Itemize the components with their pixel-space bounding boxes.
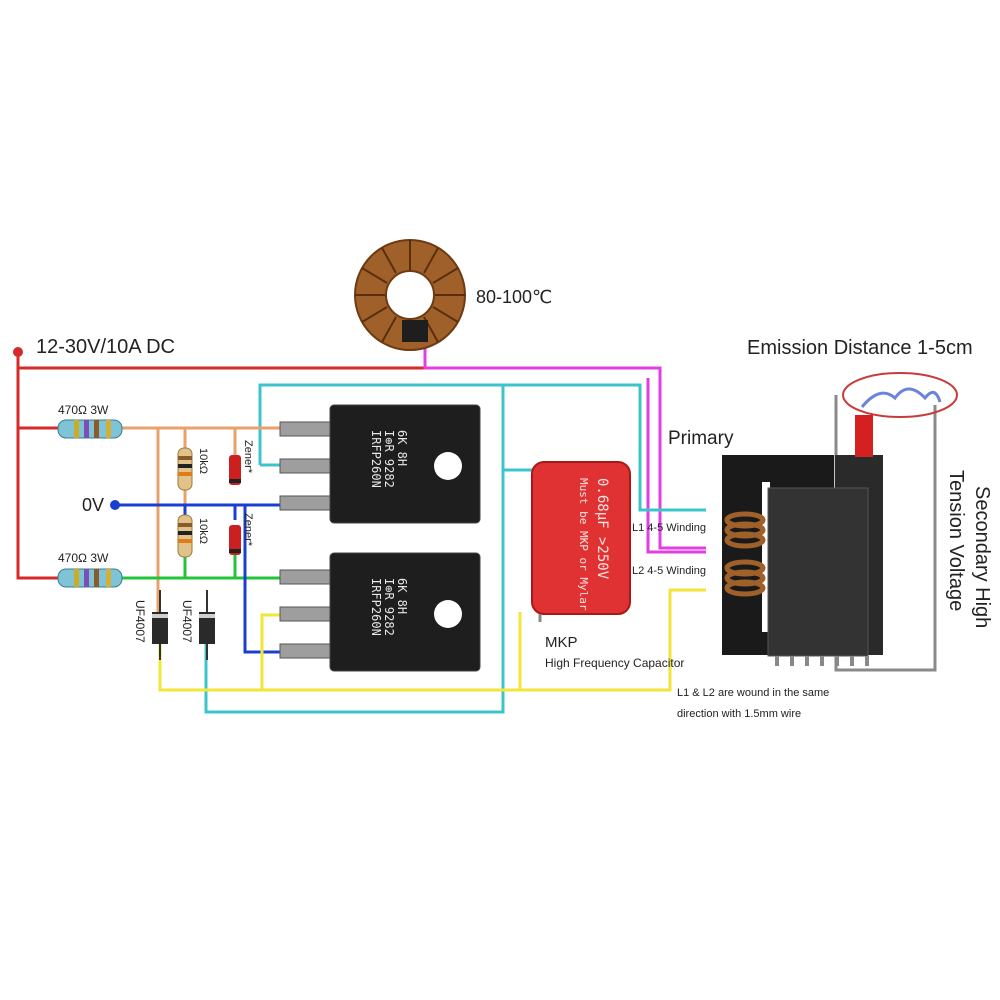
mosfet-bottom-marking: IRFP260N I⊕R 9282 6K 8H — [369, 578, 409, 636]
primary-label: Primary — [668, 428, 734, 449]
toroid-inductor — [354, 239, 466, 351]
zener-diode-b — [229, 525, 241, 555]
resistor-470-bottom — [57, 568, 123, 588]
winding-note-line2: direction with 1.5mm wire — [677, 708, 801, 720]
emission-arc-highlight — [842, 372, 958, 418]
resistor-10k-a — [177, 447, 193, 491]
diode-uf4007-a — [152, 590, 168, 660]
winding-note-line1: L1 & L2 are wound in the same — [677, 687, 829, 699]
ground-label: 0V — [82, 495, 104, 515]
diode-label-a: UF4007 — [133, 600, 147, 643]
svg-text:I⊕R 9282: I⊕R 9282 — [382, 578, 396, 636]
resistor-10k-b — [177, 514, 193, 558]
positive-terminal — [13, 347, 23, 357]
emission-label: Emission Distance 1-5cm — [747, 337, 973, 359]
diode-uf4007-b — [199, 590, 215, 660]
svg-text:Must be MKP or Mylar: Must be MKP or Mylar — [577, 478, 590, 611]
svg-text:IRFP260N: IRFP260N — [369, 578, 383, 636]
svg-text:IRFP260N: IRFP260N — [369, 430, 383, 488]
capacitor-marking: 0.68μF >250V Must be MKP or Mylar — [577, 478, 610, 611]
flyback-transformer — [722, 415, 883, 666]
svg-text:0.68μF >250V: 0.68μF >250V — [594, 478, 610, 580]
gate-b-wire — [120, 548, 290, 580]
secondary-label-line1: Secondary High — [971, 486, 993, 628]
coil-wire — [423, 348, 706, 554]
secondary-label-line2: Tension Voltage — [945, 470, 967, 611]
l1-winding-label: L1 4-5 Winding — [632, 522, 706, 534]
svg-text:I⊕R 9282: I⊕R 9282 — [382, 430, 396, 488]
mosfet-top — [279, 404, 481, 524]
diode-label-b: UF4007 — [180, 600, 194, 643]
ground-wire — [115, 503, 290, 654]
zener-diode-a — [229, 455, 241, 485]
mosfet-top-marking: IRFP260N I⊕R 9282 6K 8H — [369, 430, 409, 488]
resistor-10k-label-b: 10kΩ — [197, 518, 209, 544]
supply-label: 12-30V/10A DC — [36, 336, 175, 358]
primary-coil-l1 — [724, 511, 766, 549]
emission-arc — [860, 387, 942, 408]
primary-coil-l2 — [724, 559, 766, 597]
svg-text:6K 8H: 6K 8H — [395, 578, 409, 614]
svg-text:6K 8H: 6K 8H — [395, 430, 409, 466]
mosfet-bottom — [279, 552, 481, 672]
resistor-label-bottom: 470Ω 3W — [58, 551, 109, 565]
resistor-10k-label-a: 10kΩ — [197, 448, 209, 474]
mkp-capacitor — [531, 461, 631, 622]
resistor-label-top: 470Ω 3W — [58, 403, 109, 417]
zener-label-a: Zener* — [242, 440, 254, 474]
capacitor-desc-label: High Frequency Capacitor — [545, 656, 684, 670]
zener-label-b: Zener* — [242, 513, 254, 547]
l2-winding-label: L2 4-5 Winding — [632, 565, 706, 577]
capacitor-type-label: MKP — [545, 634, 578, 651]
resistor-470-top — [57, 419, 123, 439]
temperature-label: 80-100℃ — [476, 287, 552, 307]
ground-terminal — [110, 500, 120, 510]
